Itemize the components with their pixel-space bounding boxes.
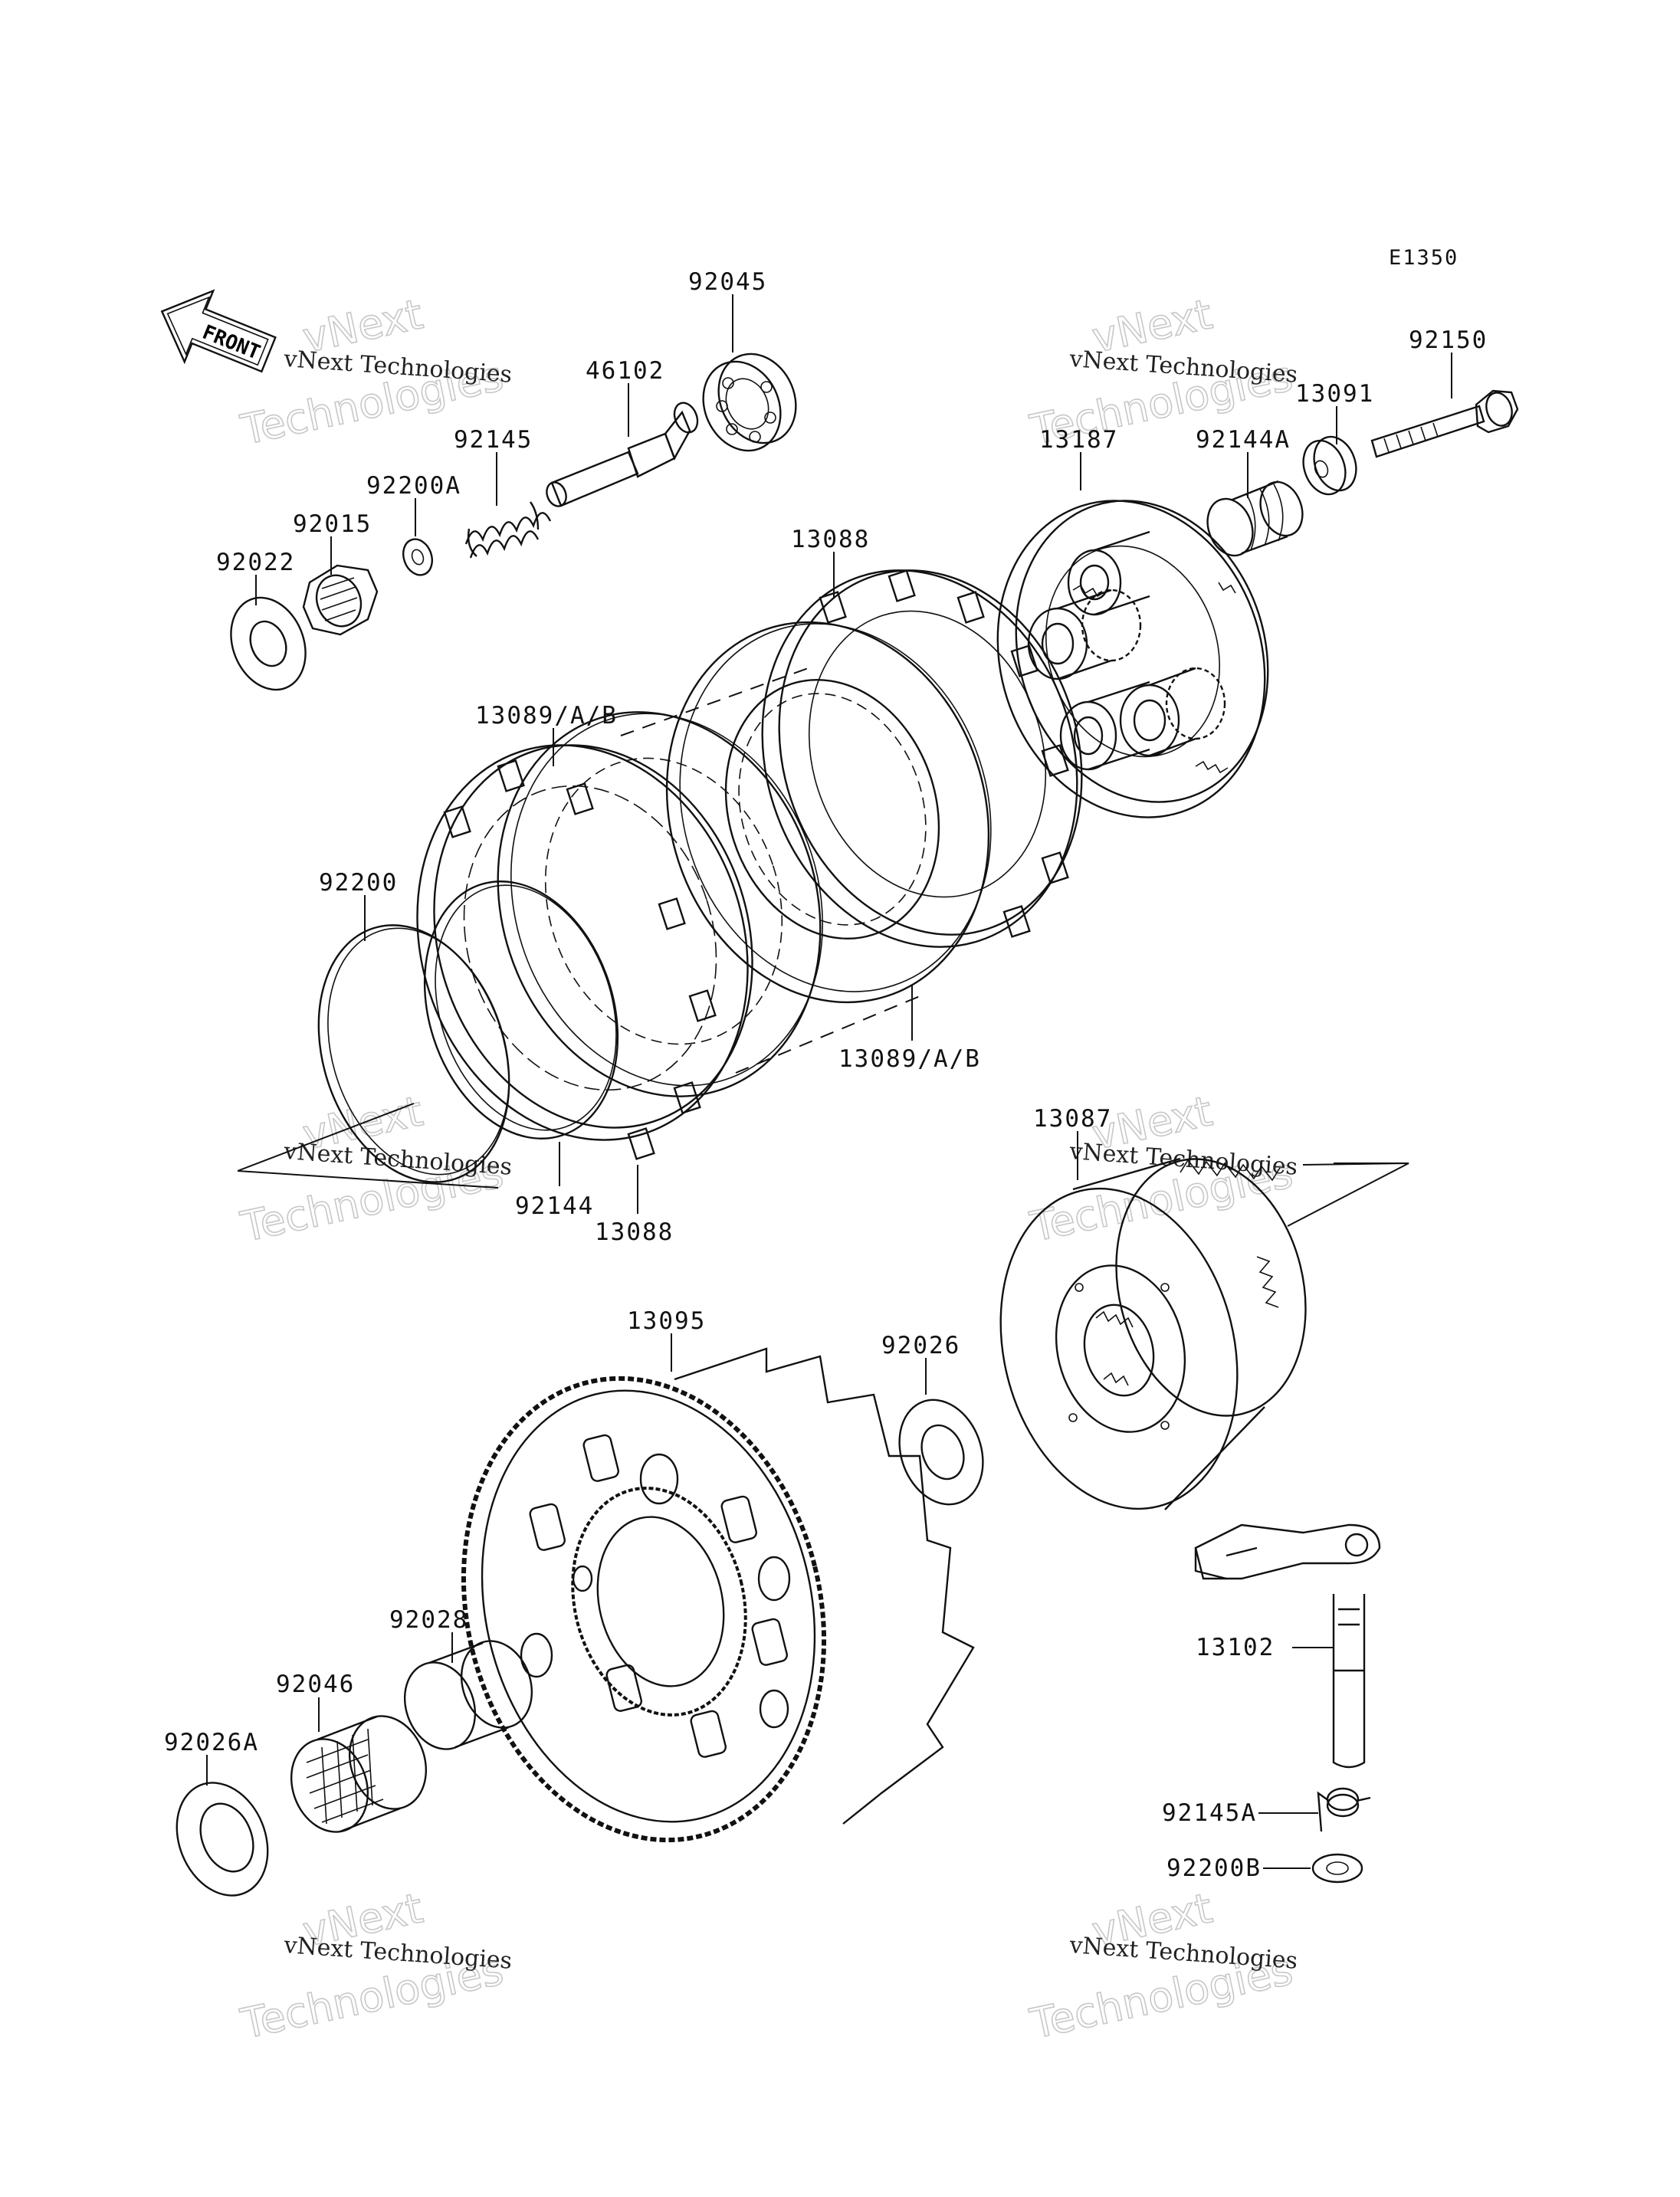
clutch-housing-gear-13095 — [461, 1347, 975, 1843]
label-92015: 92015 — [293, 510, 372, 538]
label-13187: 13187 — [1039, 426, 1118, 454]
leader-lines — [206, 294, 1452, 1869]
label-13095: 13095 — [627, 1307, 706, 1335]
label-46102: 46102 — [586, 357, 664, 385]
watermark-bottom-left: vNext Technologies vNext Technologies — [236, 1883, 513, 2048]
washer-92200B — [1311, 1853, 1363, 1884]
label-92045: 92045 — [688, 268, 767, 296]
label-92046: 92046 — [276, 1671, 355, 1698]
bearing-92045 — [702, 353, 797, 452]
bolt-92150 — [1370, 389, 1519, 458]
pressure-plate-13187 — [996, 500, 1269, 818]
alignment-line-upper — [620, 666, 813, 736]
label-92022: 92022 — [216, 549, 295, 576]
push-rod-46102 — [546, 402, 699, 507]
label-92145A: 92145A — [1162, 1799, 1257, 1827]
label-92144: 92144 — [515, 1192, 594, 1220]
label-92028: 92028 — [389, 1606, 468, 1634]
washer-92026A — [176, 1782, 269, 1897]
friction-plate-13088-bottom — [416, 744, 753, 1160]
spring-ring-92144 — [423, 880, 619, 1139]
watermark-bottom-right: vNext Technologies vNext Technologies — [1025, 1883, 1298, 2048]
label-92144A: 92144A — [1196, 426, 1291, 454]
steel-plate-13089-lower — [497, 711, 823, 1097]
label-13089-top: 13089/A/B — [475, 702, 618, 730]
label-13091: 13091 — [1295, 380, 1374, 408]
front-arrow-icon: FRONT — [160, 289, 277, 373]
label-92200B: 92200B — [1166, 1854, 1262, 1882]
label-92145: 92145 — [454, 426, 533, 454]
washer-92022 — [230, 596, 307, 691]
sleeve-92028 — [403, 1640, 533, 1750]
washer-92200A — [402, 538, 434, 576]
label-92026: 92026 — [881, 1332, 960, 1359]
spring-92145 — [464, 501, 552, 559]
clutch-hub-13087 — [999, 1157, 1307, 1510]
needle-bearing-92046 — [290, 1715, 428, 1833]
label-13087: 13087 — [1033, 1105, 1112, 1133]
release-shaft-13102 — [1194, 1523, 1381, 1769]
label-92150: 92150 — [1409, 326, 1488, 354]
watermark-mid-left: vNext Technologies vNext Technologies — [236, 1086, 513, 1251]
label-92200: 92200 — [319, 869, 398, 897]
spring-92144A — [1206, 480, 1304, 557]
front-arrow-text: FRONT — [199, 321, 264, 365]
friction-plate-13088-top — [761, 569, 1083, 948]
label-13102: 13102 — [1196, 1634, 1275, 1661]
diagram-code: E1350 — [1389, 246, 1459, 270]
label-13089-bottom: 13089/A/B — [838, 1045, 981, 1073]
steel-plate-13089-upper — [665, 621, 992, 1004]
label-92026A: 92026A — [164, 1729, 259, 1756]
alignment-line-lower — [735, 995, 920, 1074]
ring-92200 — [317, 924, 510, 1183]
collar-13091 — [1302, 435, 1357, 496]
part-labels: 92045 46102 92145 92200A 92015 92022 921… — [164, 268, 1488, 1882]
nut-92015 — [302, 564, 379, 636]
label-92200A: 92200A — [366, 472, 461, 500]
label-13088-bottom: 13088 — [595, 1218, 674, 1246]
label-13088-top: 13088 — [791, 526, 870, 553]
washer-92026 — [898, 1399, 984, 1506]
torsion-spring-92145A — [1317, 1787, 1371, 1832]
